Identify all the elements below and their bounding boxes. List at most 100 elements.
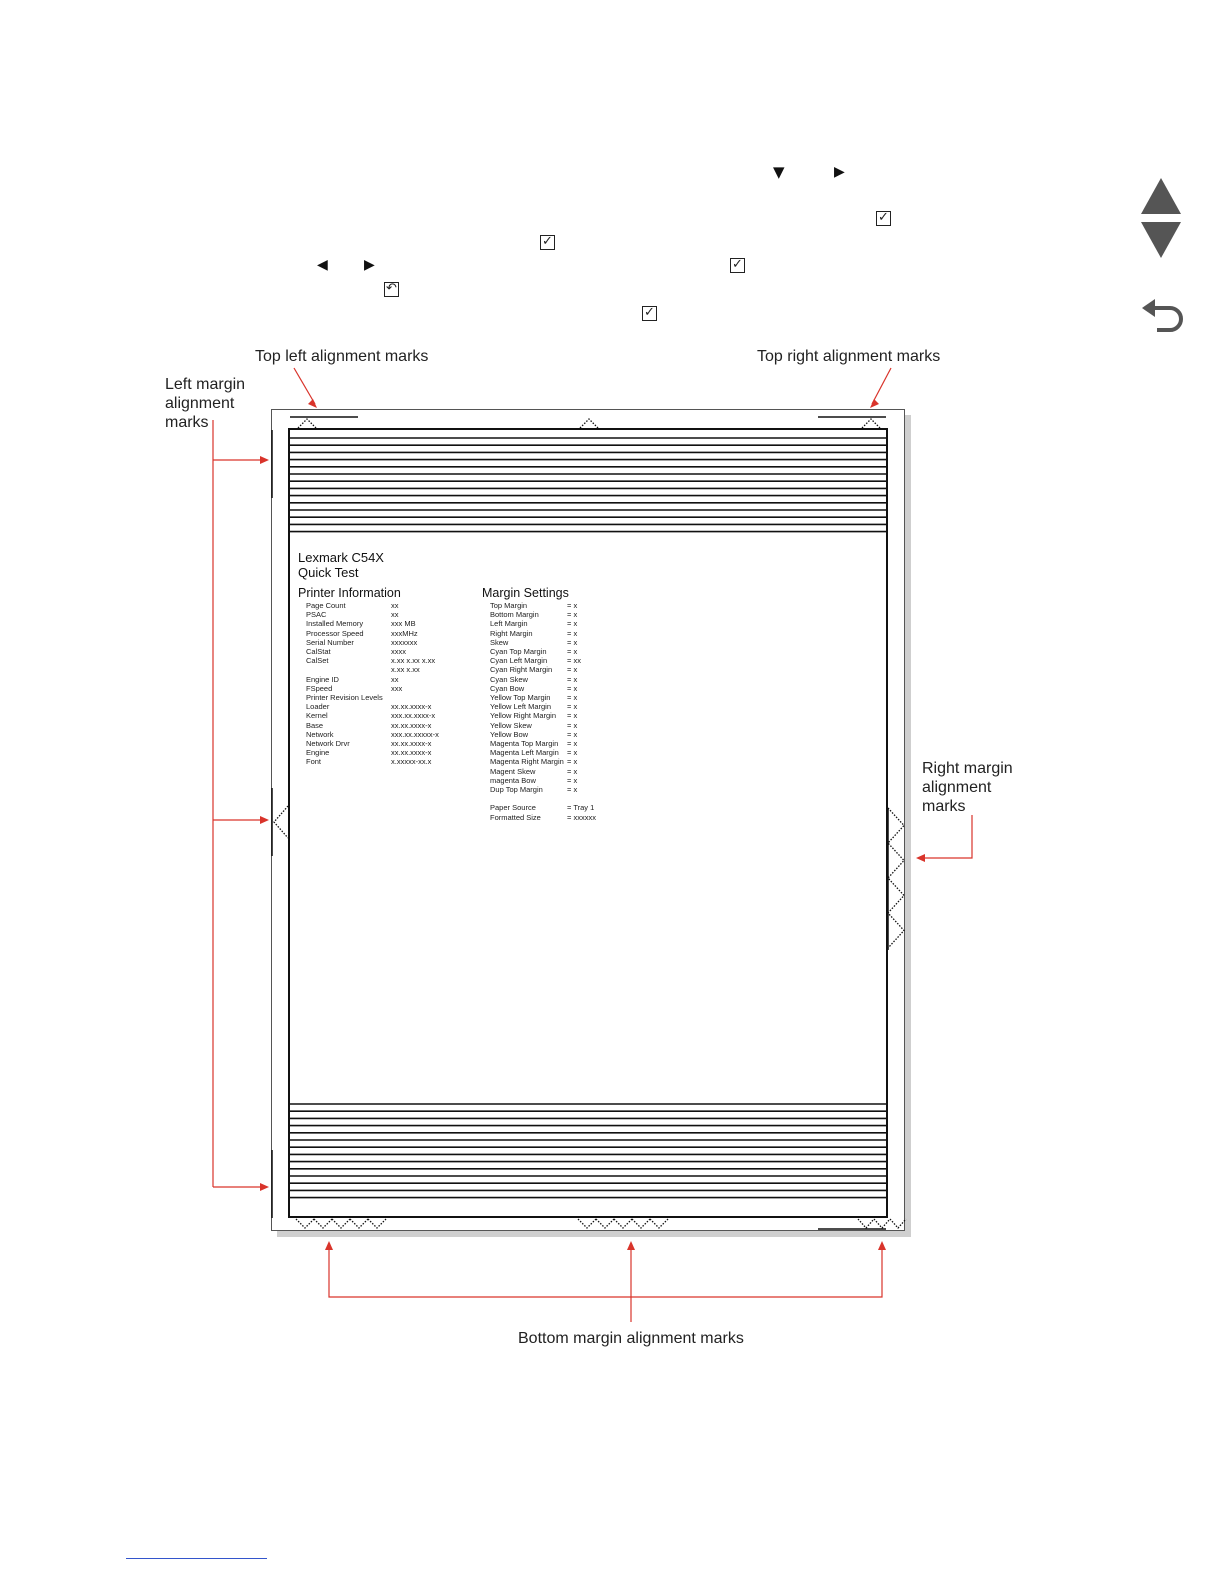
printer-info-value: xx bbox=[391, 610, 399, 620]
margin-label: Magenta Right Margin bbox=[490, 757, 564, 767]
margin-value: = xx bbox=[567, 656, 581, 666]
margin-value: = x bbox=[567, 637, 578, 647]
checkmark-icon: ✓ bbox=[876, 211, 891, 226]
printer-info-value: xxx bbox=[391, 683, 403, 693]
margin-value: = x bbox=[567, 785, 578, 794]
printer-info-label: Installed Memory bbox=[306, 619, 364, 629]
printer-info-value: xxxxxxx bbox=[391, 637, 418, 647]
margin-label: Formatted Size bbox=[490, 812, 541, 822]
printer-info-value: xxx MB bbox=[391, 619, 416, 629]
printer-model-title: Lexmark C54X bbox=[298, 550, 384, 565]
margin-label: Magenta Top Margin bbox=[490, 739, 559, 748]
margin-label: Paper Source bbox=[490, 803, 536, 813]
printer-info-label: Engine bbox=[306, 748, 330, 758]
margin-label: Yellow Skew bbox=[490, 720, 532, 730]
printer-info-value: xxxMHz bbox=[391, 628, 418, 638]
callout-left-margin: Left margin alignment marks bbox=[165, 376, 246, 431]
margin-label: Yellow Bow bbox=[490, 729, 529, 739]
printer-info-value: x.xxxxx-xx.x bbox=[391, 757, 432, 767]
margin-label: Skew bbox=[490, 637, 509, 647]
margin-value: = x bbox=[567, 766, 578, 776]
callout-arrowhead bbox=[260, 1183, 269, 1191]
margin-label: Magent Skew bbox=[490, 766, 536, 776]
margin-label: Cyan Skew bbox=[490, 674, 528, 684]
printer-info-value: xxx.xx.xxxx-x bbox=[391, 711, 436, 721]
printer-info-value: x.xx x.xx bbox=[391, 665, 420, 675]
margin-label: Top Margin bbox=[490, 601, 528, 610]
printer-info-value: xx bbox=[391, 674, 399, 684]
margin-value: = x bbox=[567, 619, 578, 629]
margin-label: Cyan Top Margin bbox=[490, 647, 547, 656]
down-arrow-icon: ▼ bbox=[773, 163, 785, 181]
test-page-sheet bbox=[271, 409, 905, 1231]
callout-top-left: Top left alignment marks bbox=[255, 348, 429, 365]
printer-info-value: xx.xx.xxxx-x bbox=[391, 720, 432, 730]
printer-info-label: Network bbox=[306, 729, 334, 739]
triangle-down-icon[interactable] bbox=[1139, 220, 1183, 260]
margin-label: magenta Bow bbox=[490, 775, 536, 785]
callout-arrowhead bbox=[870, 399, 879, 408]
printer-info-heading: Printer Information bbox=[298, 586, 401, 600]
margin-value: = x bbox=[567, 729, 578, 739]
callout-bottom-margin: Bottom margin alignment marks bbox=[518, 1330, 744, 1347]
right-arrow-icon: ▶ bbox=[834, 164, 845, 180]
callout-arrowhead bbox=[260, 456, 269, 464]
margin-label: Yellow Top Margin bbox=[490, 693, 551, 702]
margin-settings-heading: Margin Settings bbox=[482, 586, 569, 600]
margin-label: Cyan Right Margin bbox=[490, 665, 553, 675]
margin-value: = x bbox=[567, 628, 578, 638]
printer-info-value: xx.xx.xxxx-x bbox=[391, 739, 432, 748]
printer-info-label: Engine ID bbox=[306, 674, 339, 684]
printer-info-value: x.xx x.xx x.xx bbox=[391, 656, 436, 666]
margin-value: = x bbox=[567, 702, 578, 712]
callout-arrowhead bbox=[916, 854, 925, 862]
margin-value: = x bbox=[567, 757, 578, 767]
callout-line bbox=[328, 1250, 883, 1298]
print-frame bbox=[288, 428, 888, 1218]
printer-info-value: xx bbox=[391, 601, 399, 610]
checkmark-icon: ✓ bbox=[730, 258, 745, 273]
callout-arrowhead bbox=[627, 1241, 635, 1250]
margin-value: = Tray 1 bbox=[567, 803, 595, 813]
printer-info-label: Base bbox=[306, 720, 324, 730]
printer-info-label: Processor Speed bbox=[306, 628, 364, 638]
printer-info-label: Network Drvr bbox=[306, 739, 350, 748]
callout-line bbox=[871, 367, 892, 405]
printer-info-value: xx.xx.xxxx-x bbox=[391, 748, 432, 758]
margin-value: = x bbox=[567, 693, 578, 702]
margin-label: Cyan Bow bbox=[490, 683, 525, 693]
checkmark-icon: ✓ bbox=[642, 306, 657, 321]
left-arrow-icon: ◀ bbox=[317, 257, 328, 273]
back-arrow-icon[interactable] bbox=[1140, 298, 1186, 334]
margin-value: = x bbox=[567, 610, 578, 620]
margin-label: Dup Top Margin bbox=[490, 785, 543, 794]
margin-label: Right Margin bbox=[490, 628, 533, 638]
footer-link[interactable] bbox=[126, 1558, 267, 1559]
printer-info-label: Font bbox=[306, 757, 322, 767]
printer-info-label: Printer Revision Levels bbox=[306, 693, 383, 702]
callout-arrowhead bbox=[325, 1241, 333, 1250]
printer-info-label: CalSet bbox=[306, 656, 329, 666]
printer-info-value: xxxx bbox=[391, 647, 406, 656]
margin-value: = x bbox=[567, 674, 578, 684]
callout-arrowhead bbox=[260, 816, 269, 824]
printer-info-label: FSpeed bbox=[306, 683, 333, 693]
printer-info-value: xxx.xx.xxxxx-x bbox=[391, 729, 439, 739]
triangle-up-icon[interactable] bbox=[1139, 176, 1183, 216]
quick-test-title: Quick Test bbox=[298, 565, 359, 580]
callout-arrowhead bbox=[308, 399, 317, 408]
margin-value: = x bbox=[567, 775, 578, 785]
callout-right-margin: Right margin alignment marks bbox=[922, 760, 1013, 815]
margin-value: = x bbox=[567, 739, 578, 748]
margin-label: Yellow Left Margin bbox=[490, 702, 552, 712]
margin-value: = x bbox=[567, 683, 578, 693]
printer-info-label: CalStat bbox=[306, 647, 331, 656]
margin-label: Left Margin bbox=[490, 619, 528, 629]
margin-value: = x bbox=[567, 647, 578, 656]
margin-value: = x bbox=[567, 711, 578, 721]
margin-label: Magenta Left Margin bbox=[490, 748, 559, 758]
margin-value: = x bbox=[567, 665, 578, 675]
callout-line bbox=[924, 815, 973, 859]
margin-value: = x bbox=[567, 720, 578, 730]
printer-info-label: Page Count bbox=[306, 601, 346, 610]
